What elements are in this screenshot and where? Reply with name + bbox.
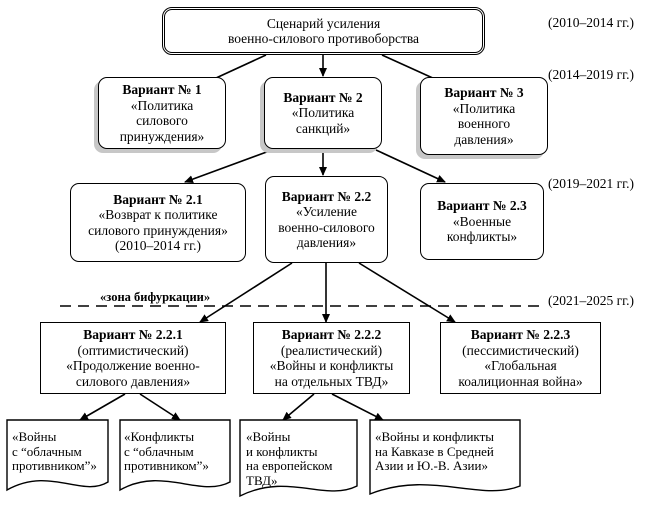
- variant-2-2-title: Вариант № 2.2: [281, 188, 372, 204]
- doc-2-line-2: с “облачным: [124, 443, 194, 459]
- variant-3-line-3: давления»: [454, 131, 514, 147]
- doc-2-line-3: противником”»: [124, 458, 209, 473]
- doc-shape-2: [119, 419, 231, 492]
- doc-shape-3: [239, 419, 358, 498]
- arrow-v2-v23: [375, 149, 446, 183]
- doc-3-line-3: на европейском: [246, 458, 333, 473]
- doc-1-line-1: «Войны: [12, 429, 57, 444]
- variant-2-3-line-2: конфликты»: [446, 229, 518, 245]
- doc-2-text: «Конфликты с “облачным противником”»: [124, 429, 228, 474]
- variant-2-1-box: Вариант № 2.1 «Возврат к политике силово…: [70, 183, 246, 262]
- variant-1-line-1: «Политика: [130, 97, 194, 113]
- variant-3-line-1: «Политика: [452, 100, 516, 116]
- arrow-v2-v21: [184, 149, 273, 183]
- variant-2-1-line-1: «Возврат к политике: [98, 207, 218, 222]
- variant-2-line-1: «Политика: [291, 105, 355, 121]
- variant-2-2-box: Вариант № 2.2 «Усиление военно-силового …: [265, 176, 388, 263]
- variant-2-title: Вариант № 2: [283, 89, 363, 105]
- doc-4-line-1: «Войны и конфликты: [375, 429, 494, 444]
- doc-4-text: «Войны и конфликты на Кавказе в Средней …: [375, 429, 520, 474]
- variant-2-2-line-1: «Усиление: [295, 204, 358, 219]
- variant-2-3-line-1: «Военные: [452, 213, 512, 229]
- period-label-2: (2014–2019 гг.): [548, 67, 635, 82]
- arrow-v222-d3: [282, 393, 315, 421]
- variant-1-box: Вариант № 1 «Политика силового принужден…: [98, 77, 226, 149]
- variant-2-2-3-box: Вариант № 2.2.3 (пессимистический) «Глоб…: [440, 322, 601, 394]
- variant-1-line-2: силового: [136, 113, 188, 128]
- variant-2-line-2: санкций»: [295, 120, 351, 136]
- variant-2-2-1-box: Вариант № 2.2.1 (оптимистический) «Продо…: [40, 322, 226, 394]
- doc-3-line-4: ТВД»: [246, 472, 278, 488]
- period-label-3: (2019–2021 гг.): [548, 176, 635, 191]
- doc-shape-4: [369, 419, 521, 496]
- variant-1-title: Вариант № 1: [122, 82, 202, 97]
- doc-shape-1: [6, 419, 109, 492]
- doc-3-line-2: и конфликты: [246, 443, 318, 459]
- arrow-v22-v223: [358, 262, 456, 323]
- variant-3-box: Вариант № 3 «Политика военного давления»: [420, 77, 548, 155]
- variant-2-1-line-3: (2010–2014 гг.): [114, 238, 202, 253]
- variant-2-2-3-line-2: «Глобальная: [484, 358, 557, 373]
- doc-2-line-1: «Конфликты: [124, 429, 195, 444]
- arrow-v222-d4: [331, 393, 384, 421]
- variant-2-2-1-line-3: силового давления»: [75, 373, 191, 389]
- doc-1-line-2: с “облачным: [12, 443, 82, 459]
- arrow-v221-d1: [79, 393, 126, 421]
- variant-2-2-2-title: Вариант № 2.2.2: [281, 327, 382, 342]
- variant-2-2-1-line-1: (оптимистический): [77, 342, 189, 358]
- variant-2-2-2-line-1: (реалистический): [280, 342, 383, 358]
- doc-4-line-2: на Кавказе в Средней: [375, 443, 494, 459]
- variant-2-3-box: Вариант № 2.3 «Военные конфликты»: [420, 183, 544, 260]
- variant-2-2-2-box: Вариант № 2.2.2 (реалистический) «Войны …: [253, 322, 410, 394]
- root-line-2: военно-силового противоборства: [227, 31, 420, 46]
- variant-2-1-line-2: силового принуждения»: [88, 222, 228, 238]
- period-label-1: (2010–2014 гг.): [548, 15, 635, 30]
- variant-3-title: Вариант № 3: [444, 85, 524, 100]
- root-scenario-box: Сценарий усиления военно-силового против…: [162, 7, 485, 55]
- variant-3-line-2: военного: [457, 116, 511, 131]
- arrow-v22-v221: [199, 262, 293, 323]
- root-line-1: Сценарий усиления: [266, 15, 381, 31]
- doc-1-line-3: противником”»: [12, 458, 97, 473]
- variant-2-2-1-title: Вариант № 2.2.1: [83, 327, 183, 342]
- variant-1-line-3: принуждения»: [119, 128, 205, 144]
- doc-1-text: «Войны с “облачным противником”»: [12, 429, 106, 474]
- variant-2-2-3-title: Вариант № 2.2.3: [470, 327, 571, 342]
- variant-2-2-line-3: давления»: [296, 235, 357, 250]
- period-label-4: (2021–2025 гг.): [548, 293, 635, 308]
- variant-2-2-3-line-1: (пессимистический): [462, 342, 579, 358]
- variant-2-1-title: Вариант № 2.1: [113, 191, 203, 207]
- doc-3-line-1: «Войны: [246, 429, 291, 444]
- variant-2-2-1-line-2: «Продолжение военно-: [66, 358, 200, 373]
- doc-4-line-3: Азии и Ю.-В. Азии»: [375, 458, 488, 473]
- variant-2-2-line-2: военно-силового: [278, 219, 375, 235]
- variant-2-2-2-line-2: «Войны и конфликты: [269, 358, 394, 373]
- variant-2-2-2-line-3: на отдельных ТВД»: [274, 373, 389, 389]
- variant-2-box: Вариант № 2 «Политика санкций»: [264, 77, 382, 149]
- arrow-v221-d2: [139, 393, 181, 421]
- doc-3-text: «Войны и конфликты на европейском ТВД»: [246, 429, 356, 488]
- variant-2-3-title: Вариант № 2.3: [437, 198, 527, 214]
- variant-2-2-3-line-3: коалиционная война»: [458, 373, 583, 389]
- bifurcation-zone-label: «зона бифуркации»: [98, 290, 213, 305]
